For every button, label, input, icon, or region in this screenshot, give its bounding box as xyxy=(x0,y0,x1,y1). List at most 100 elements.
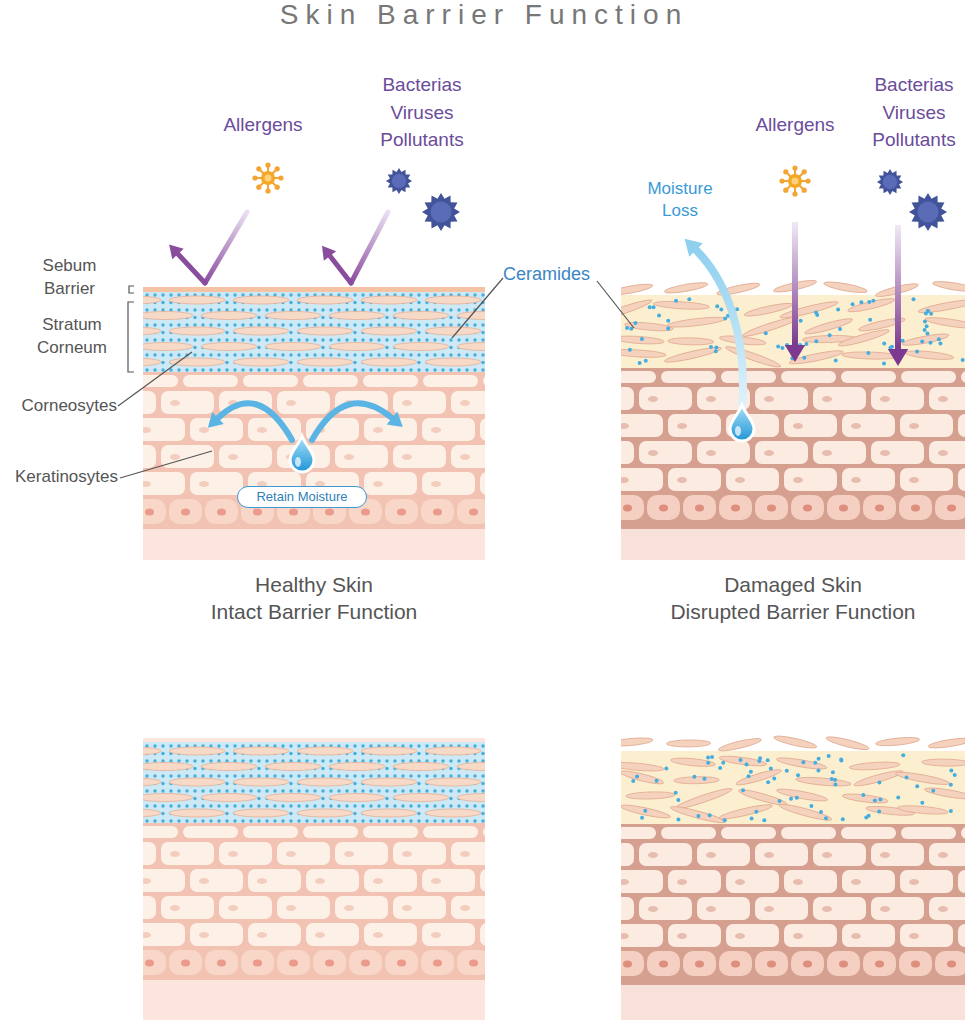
badge-text: Retain Moisture xyxy=(238,487,366,506)
corneocyte xyxy=(297,296,353,304)
ceramide-dot xyxy=(361,293,364,296)
ceramide-dot xyxy=(289,774,292,777)
drop-highlight xyxy=(735,426,741,436)
ceramide-dot xyxy=(161,789,164,792)
cell-nucleus xyxy=(803,505,812,512)
granular-cell xyxy=(901,371,956,383)
ceramide-dot xyxy=(915,350,919,354)
ceramide-dot xyxy=(169,323,172,326)
keratinocyte-cell xyxy=(480,869,485,892)
allergen-tip xyxy=(256,185,261,190)
keratinocyte-cell xyxy=(755,897,808,920)
keratinocyte-cell xyxy=(958,924,965,947)
ceramide-dot xyxy=(409,353,412,356)
ceramide-dot xyxy=(209,804,212,807)
ceramide-dot xyxy=(409,804,412,807)
ceramide-dot xyxy=(706,755,710,759)
basal-cell xyxy=(755,951,788,976)
ceramide-dot xyxy=(417,774,420,777)
ceramide-dot xyxy=(709,345,713,349)
corneocyte xyxy=(668,337,714,345)
keratinocyte-cell xyxy=(871,897,924,920)
ceramide-dot xyxy=(839,758,843,762)
corneocyte xyxy=(169,747,225,755)
ceramide-dot xyxy=(799,319,803,323)
ceramide-dot xyxy=(873,798,877,802)
ceramide-dot xyxy=(161,804,164,807)
ceramide-dot xyxy=(185,819,188,822)
ceramide-dot xyxy=(313,804,316,807)
part-label: Moisture Loss xyxy=(630,178,730,222)
ceramide-dot xyxy=(353,804,356,807)
ceramide-dot xyxy=(441,789,444,792)
corneocyte xyxy=(847,296,896,314)
corneocyte xyxy=(329,343,385,351)
ceramide-dot xyxy=(417,819,420,822)
ceramide-dot xyxy=(425,789,428,792)
granular-cell xyxy=(243,826,298,838)
ceramide-dot xyxy=(177,308,180,311)
ceramide-dot xyxy=(878,798,882,802)
keratinocyte-cell xyxy=(143,869,185,892)
ceramide-dot xyxy=(241,804,244,807)
ceramide-dot xyxy=(377,368,380,371)
keratinocyte-cell xyxy=(143,896,156,919)
ceramide-dot xyxy=(708,813,712,817)
epidermis-layer xyxy=(143,823,485,980)
keratinocyte-cell xyxy=(219,896,272,919)
ceramide-dot xyxy=(225,804,228,807)
corneocyte xyxy=(201,763,257,771)
keratinocyte-cell xyxy=(958,468,965,491)
ceramide-dot xyxy=(473,338,476,341)
ceramide-dot xyxy=(201,759,204,762)
leader-line xyxy=(597,281,634,328)
ceramide-dot xyxy=(193,797,196,800)
keratinocyte-cell xyxy=(621,924,663,947)
ceramide-dot xyxy=(369,759,372,762)
ceramide-dot xyxy=(289,368,292,371)
ceramide-dot xyxy=(201,789,204,792)
allergen-icon xyxy=(779,165,810,196)
epidermis-layer xyxy=(143,372,485,529)
corneocyte xyxy=(425,809,481,817)
ceramide-dot xyxy=(305,819,308,822)
ceramide-dot xyxy=(225,368,228,371)
cell-nucleus xyxy=(793,423,803,429)
ceramide-dot xyxy=(778,799,782,803)
incoming-threat-arrow xyxy=(351,212,388,283)
ceramide-dot xyxy=(417,368,420,371)
virus-body xyxy=(909,193,947,231)
ceramide-dot xyxy=(385,353,388,356)
cell-nucleus xyxy=(706,396,716,402)
ceramide-dot xyxy=(449,759,452,762)
ceramide-dot xyxy=(465,338,468,341)
ceramide-dot xyxy=(723,818,727,822)
ceramide-dot xyxy=(377,819,380,822)
ceramide-dot xyxy=(257,797,260,800)
ceramide-dot xyxy=(353,789,356,792)
ceramide-dot xyxy=(337,323,340,326)
ceramide-dot xyxy=(153,774,156,777)
arrow-head xyxy=(785,345,805,362)
granular-cell xyxy=(661,827,716,839)
basal-cell xyxy=(241,950,274,975)
cell-nucleus xyxy=(143,481,151,487)
basal-cell xyxy=(621,951,644,976)
retain-arrow xyxy=(218,403,292,440)
ceramide-dot xyxy=(233,774,236,777)
keratinocyte-cell xyxy=(871,441,924,464)
keratinocyte-cell xyxy=(335,842,388,865)
ceramide-dot xyxy=(249,323,252,326)
granular-cell xyxy=(483,826,485,838)
corneocyte xyxy=(361,296,417,304)
basal-cell xyxy=(349,950,382,975)
ceramide-dot xyxy=(201,368,204,371)
ceramide-dot xyxy=(409,338,412,341)
cell-nucleus xyxy=(257,427,267,433)
cell-nucleus xyxy=(170,454,180,460)
ceramide-dot xyxy=(217,804,220,807)
corneocyte xyxy=(895,770,950,787)
ceramide-dot xyxy=(401,353,404,356)
ceramide-dot xyxy=(153,368,156,371)
